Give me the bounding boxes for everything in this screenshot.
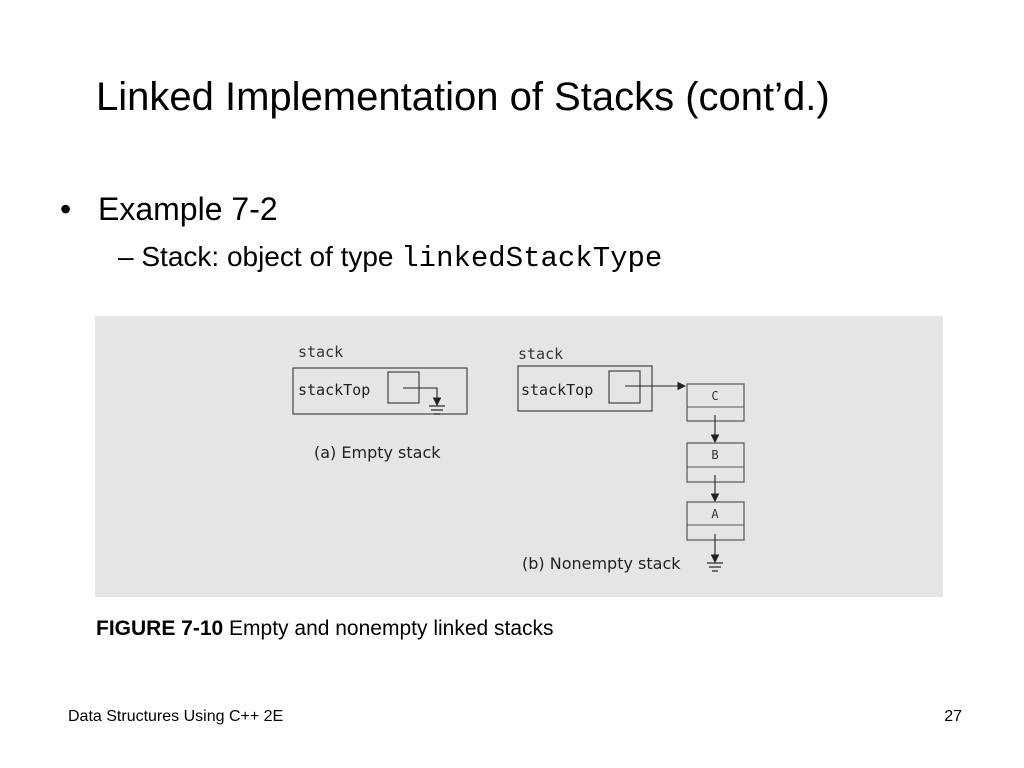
sub-bullet-stack-type: – Stack: object of type linkedStackType — [118, 237, 662, 279]
stack-node-c-label: C — [711, 389, 718, 403]
figure-caption-text: Empty and nonempty linked stacks — [223, 617, 554, 640]
bullet-text: Example 7-2 — [98, 191, 278, 227]
bullet-example: • Example 7-2 — [60, 188, 278, 230]
empty-stack-caption: (a) Empty stack — [314, 443, 441, 462]
nonempty-stack-object-box — [517, 365, 653, 412]
nonempty-stack-caption: (b) Nonempty stack — [522, 554, 681, 573]
linked-stack-diagram: stack stackTop (a) Empty stack stack sta… — [292, 343, 745, 573]
nonempty-stack-pointer-cell — [608, 370, 641, 404]
footer-course-title: Data Structures Using C++ 2E — [68, 708, 284, 725]
empty-stack-null-arrow — [403, 387, 442, 407]
empty-stack-object-box — [292, 367, 468, 415]
nonempty-stack-null-ground-icon — [707, 562, 723, 572]
empty-stack-diagram: stack stackTop (a) Empty stack — [292, 343, 468, 462]
stack-node-b-label: B — [711, 448, 718, 462]
sub-bullet-text: Stack: object of type — [141, 241, 402, 272]
figure-caption: FIGURE 7-10 Empty and nonempty linked st… — [96, 615, 554, 643]
empty-stack-member-label: stackTop — [298, 381, 370, 399]
nonempty-stack-object-label: stack — [518, 345, 563, 363]
bullet-dot-icon: • — [60, 191, 72, 227]
figure-panel: stack stackTop (a) Empty stack stack sta… — [95, 316, 943, 597]
nonempty-stack-diagram: stack stackTop C B A — [517, 345, 745, 573]
figure-caption-label: FIGURE 7-10 — [96, 617, 224, 640]
slide-title: Linked Implementation of Stacks (cont’d.… — [96, 75, 830, 119]
stack-node-a-label: A — [711, 507, 719, 521]
empty-stack-null-ground-icon — [429, 405, 445, 415]
nonempty-stack-member-label: stackTop — [521, 381, 593, 399]
sub-bullet-code: linkedStackType — [401, 242, 663, 275]
sub-bullet-dash: – — [118, 241, 134, 272]
footer-page-number: 27 — [944, 708, 962, 725]
empty-stack-object-label: stack — [298, 343, 343, 361]
